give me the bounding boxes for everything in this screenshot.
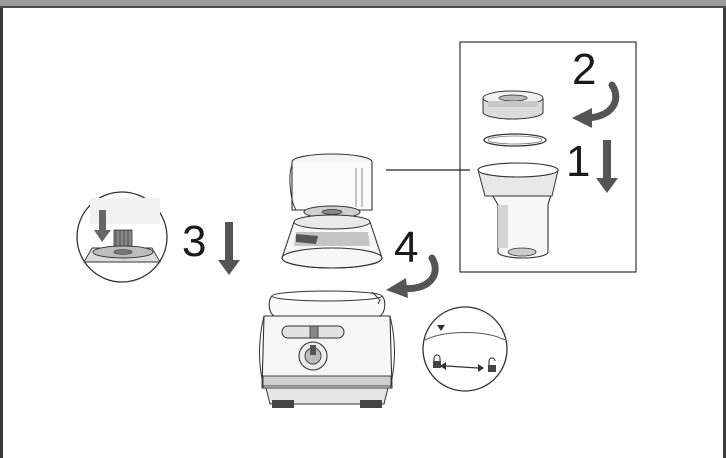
motor-base	[260, 291, 395, 408]
down-arrow-step-3	[218, 222, 240, 275]
step-2-label: 2	[572, 45, 596, 94]
detail-circle-blade-base	[77, 192, 167, 282]
detail-circle-lock-indicator	[423, 307, 507, 391]
step-3-label: 3	[182, 217, 206, 266]
blade-cap	[483, 91, 543, 119]
step-1-label: 1	[566, 137, 590, 186]
step-4-label: 4	[394, 223, 418, 272]
grinder-jar	[282, 154, 382, 268]
